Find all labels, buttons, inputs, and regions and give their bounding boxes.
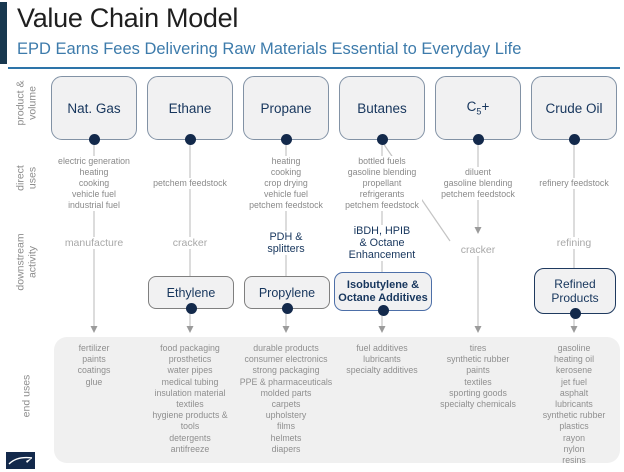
activity-pdh-splitters: PDH &splitters [264, 231, 308, 255]
product-label: Propane [260, 100, 312, 116]
intermediate-label: Isobutylene &Octane Additives [338, 279, 428, 304]
connector-dot [568, 134, 580, 145]
product-box-c5plus: C5+ [435, 76, 521, 145]
intermediate-box-propylene: Propylene [244, 276, 330, 314]
flow-arrowheads [90, 227, 578, 333]
intermediate-label: Propylene [258, 285, 316, 300]
arrow-propane-icon [282, 326, 290, 333]
header-divider [8, 67, 620, 69]
title-accent-bar [0, 2, 7, 64]
arrow-ethane-icon [186, 326, 194, 333]
product-box-propane: Propane [243, 76, 329, 145]
company-logo [6, 452, 35, 472]
connector-dot [569, 308, 581, 319]
activity-refining: refining [553, 237, 595, 249]
connector-dot [185, 303, 197, 314]
downstream-activity-row: manufacture cracker PDH &splitters iBDH,… [46, 220, 622, 266]
direct-uses-crude-oil: refinery feedstock [536, 177, 612, 189]
connector-dot [472, 134, 484, 145]
connector-dot [184, 134, 196, 145]
arrow-c5-cracker-icon [474, 227, 482, 234]
product-box-butanes: Butanes [339, 76, 425, 145]
direct-uses-ethane: petchem feedstock [150, 177, 230, 189]
arrow-butanes-icon [378, 326, 386, 333]
end-uses-panel [54, 337, 620, 463]
activity-cracker-c5: cracker [457, 244, 499, 256]
row-label-end-uses: end uses [20, 374, 33, 418]
product-box-crude-oil: Crude Oil [531, 76, 617, 145]
logo-swoosh-icon [6, 452, 35, 469]
product-label: Butanes [357, 100, 407, 116]
intermediate-box-isobutylene: Isobutylene &Octane Additives [334, 272, 432, 316]
intermediate-box-ethylene: Ethylene [148, 276, 234, 314]
activity-cracker-ethane: cracker [169, 237, 211, 249]
product-box-ethane: Ethane [147, 76, 233, 145]
connector-dot [376, 134, 388, 145]
arrow-natgas-icon [90, 326, 98, 333]
product-label: Ethane [168, 100, 212, 116]
connector-dot [281, 303, 293, 314]
page-subtitle: EPD Earns Fees Delivering Raw Materials … [17, 40, 522, 58]
page-title: Value Chain Model [17, 3, 239, 33]
product-box-nat-gas: Nat. Gas [51, 76, 137, 145]
connector-dot [280, 134, 292, 145]
arrow-c5-icon [474, 326, 482, 333]
product-label: Crude Oil [545, 100, 603, 116]
product-label: C5+ [466, 99, 490, 117]
connector-dot [88, 134, 100, 145]
activity-manufacture: manufacture [61, 237, 127, 249]
products-row: Nat. Gas Ethane Propane Butanes C5+ Crud… [46, 76, 622, 145]
intermediate-label: Ethylene [166, 285, 216, 300]
row-label-product-volume: product &volume [14, 80, 39, 126]
product-label: Nat. Gas [67, 100, 121, 116]
arrow-crudeoil-icon [570, 326, 578, 333]
connector-dot [377, 305, 389, 316]
